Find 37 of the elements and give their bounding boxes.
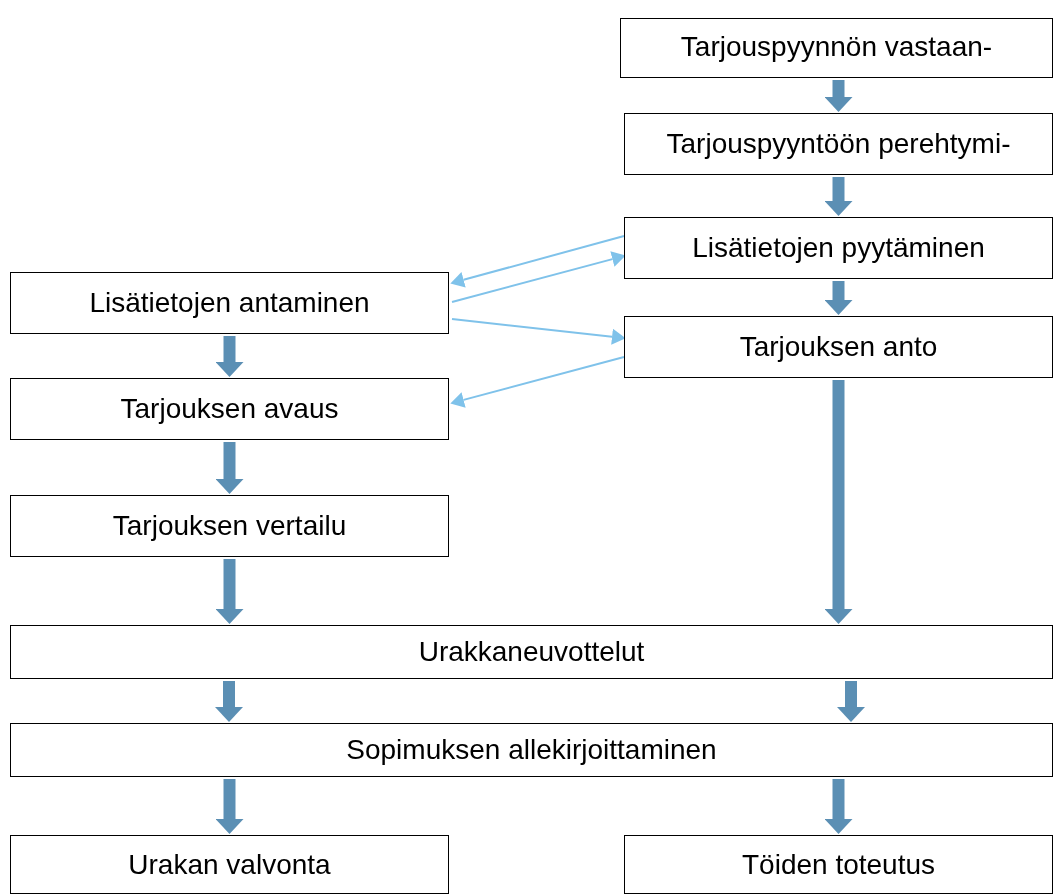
arrow <box>450 235 625 288</box>
node-label: Tarjouspyyntöön perehtymi- <box>666 128 1011 160</box>
node-label: Urakkaneuvottelut <box>418 636 645 668</box>
node-label: Lisätietojen antaminen <box>89 287 370 319</box>
node-label: Lisätietojen pyytäminen <box>692 232 985 264</box>
process-box <box>10 495 449 557</box>
node-label: Tarjouspyynnön vastaan- <box>680 31 993 63</box>
arrow <box>215 559 244 625</box>
process-box <box>10 625 1053 679</box>
node-label: Urakan valvonta <box>128 848 331 881</box>
arrow <box>450 356 625 408</box>
arrow <box>837 681 865 723</box>
process-box <box>624 113 1053 175</box>
node-label: Töiden toteutus <box>742 848 935 881</box>
arrow <box>824 779 853 835</box>
process-box <box>10 835 449 894</box>
arrow <box>215 442 244 495</box>
process-box <box>10 723 1053 777</box>
node-label: Sopimuksen allekirjoittaminen <box>346 734 717 766</box>
process-box <box>624 217 1053 279</box>
arrow <box>824 281 853 316</box>
arrow <box>215 336 244 378</box>
arrow <box>215 779 244 835</box>
arrow <box>451 318 626 345</box>
process-box <box>620 18 1053 78</box>
process-box <box>624 316 1053 378</box>
process-box <box>10 378 449 440</box>
arrow <box>824 177 853 217</box>
node-label: Tarjouksen vertailu <box>112 510 347 542</box>
arrow <box>451 251 626 303</box>
node-label: Tarjouksen avaus <box>120 393 339 425</box>
arrow <box>215 681 243 723</box>
arrow <box>824 380 853 625</box>
process-box <box>624 835 1053 894</box>
arrow <box>824 80 853 113</box>
node-label: Tarjouksen anto <box>739 331 938 363</box>
process-box <box>10 272 449 334</box>
